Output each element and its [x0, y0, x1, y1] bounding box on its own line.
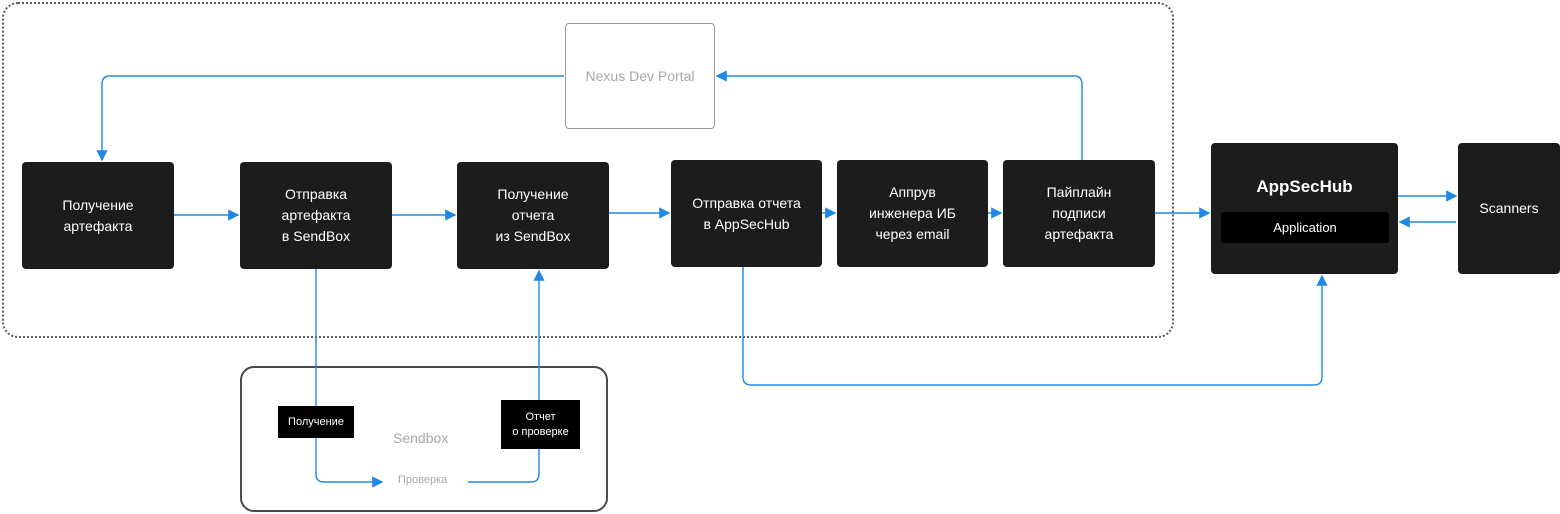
scanners-box: Scanners [1458, 143, 1560, 274]
step-label: Получение артефакта [62, 196, 134, 234]
nexus-dev-portal: Nexus Dev Portal [565, 23, 715, 129]
arrow-6-portal [715, 70, 1083, 160]
step-label: Аппрув инженера ИБ через email [869, 184, 956, 242]
step-signing-pipeline: Пайплайн подписи артефакта [1003, 160, 1155, 267]
step-label: Отправка артефакта в SendBox [281, 186, 351, 244]
appsechub-title: AppSecHub [1256, 177, 1353, 196]
portal-label: Nexus Dev Portal [585, 68, 695, 84]
step-approve: Аппрув инженера ИБ через email [837, 160, 988, 267]
step-send-to-sendbox: Отправка артефакта в SendBox [240, 162, 392, 269]
sandbox-receive-box: Получение [278, 406, 354, 438]
application-box: Application [1221, 212, 1389, 243]
sandbox-report-box: Отчет о проверке [501, 400, 580, 449]
appsechub-box: AppSecHub Application [1211, 143, 1398, 274]
arrow-2-sandbox [315, 269, 384, 488]
step-label: Пайплайн подписи артефакта [1044, 184, 1114, 242]
step-send-report: Отправка отчета в AppSecHub [671, 160, 822, 267]
arrow-4-appsec [742, 267, 1328, 386]
scanners-label: Scanners [1479, 200, 1539, 216]
arrow-sandbox-3 [468, 269, 545, 483]
step-receive-report: Получение отчета из SendBox [457, 162, 609, 269]
step-label: Отправка отчета в AppSecHub [692, 194, 801, 232]
sandbox-title: Sendbox [393, 430, 449, 446]
step-label: Получение отчета из SendBox [495, 186, 571, 244]
arrow-portal-1 [96, 75, 564, 162]
sandbox-frame [240, 366, 608, 512]
pipeline-frame [2, 2, 1174, 338]
step-receive-artifact: Получение артефакта [22, 162, 174, 269]
sandbox-check-label: Проверка [398, 474, 448, 486]
